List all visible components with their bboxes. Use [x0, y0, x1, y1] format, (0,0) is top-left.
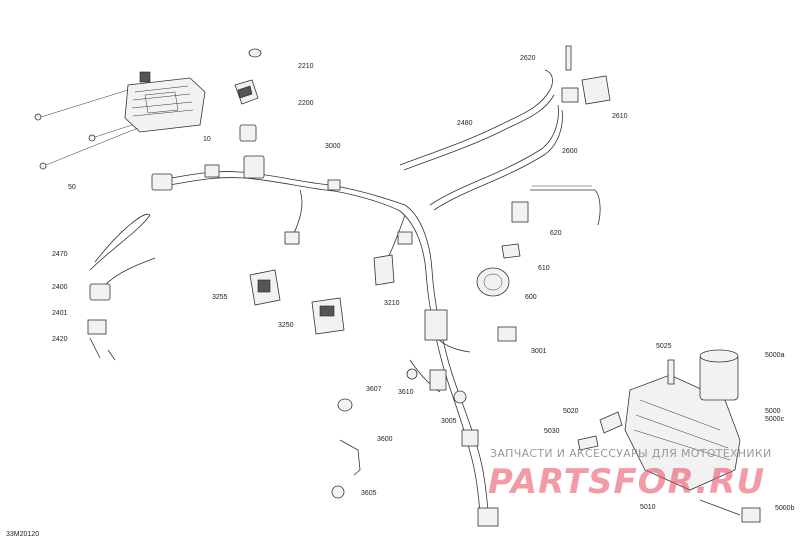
- callout-5000a: 5000a: [765, 352, 785, 359]
- control-unit-5000: [577, 349, 761, 523]
- callout-3005: 3005: [441, 418, 457, 425]
- callout-620: 620: [550, 230, 562, 237]
- callout-5020: 5020: [563, 408, 579, 415]
- callout-10: 10: [203, 136, 211, 143]
- callout-5030: 5030: [544, 428, 560, 435]
- connector-3001: [497, 326, 517, 342]
- callout-2470: 2470: [52, 251, 68, 258]
- switch-3250: [311, 297, 345, 335]
- switch-3255: [249, 269, 281, 306]
- callout-3250: 3250: [278, 322, 294, 329]
- callout-2200: 2200: [298, 100, 314, 107]
- callout-5025: 5025: [656, 343, 672, 350]
- callout-600: 600: [525, 294, 537, 301]
- ecu-module: [124, 71, 206, 133]
- callout-5000c: 5000c: [765, 416, 785, 423]
- watermark-brand: PARTSFOR.RU: [488, 462, 766, 502]
- watermark-subtitle: ЗАПЧАСТИ И АКСЕССУАРЫ ДЛЯ МОТОТЕХНИКИ: [490, 447, 772, 460]
- callout-3210: 3210: [384, 300, 400, 307]
- callout-3001: 3001: [531, 348, 547, 355]
- callout-5000: 5000: [765, 408, 781, 415]
- callout-3610: 3610: [398, 389, 414, 396]
- callout-3255: 3255: [212, 294, 228, 301]
- callout-610: 610: [538, 265, 550, 272]
- callout-2600: 2600: [562, 148, 578, 155]
- callout-2401: 2401: [52, 310, 68, 317]
- callout-3605: 3605: [361, 490, 377, 497]
- callout-2620: 2620: [520, 55, 536, 62]
- callout-2610: 2610: [612, 113, 628, 120]
- hose-2470: [87, 213, 156, 361]
- callout-2400: 2400: [52, 284, 68, 291]
- bolt-parts: [34, 89, 139, 170]
- callout-2420: 2420: [52, 336, 68, 343]
- callout-5010: 5010: [640, 504, 656, 511]
- callout-3607: 3607: [366, 386, 382, 393]
- connector-3210: [373, 254, 395, 286]
- callout-3600: 3600: [377, 436, 393, 443]
- callout-5000b: 5000b: [775, 505, 795, 512]
- callout-2210: 2210: [298, 63, 314, 70]
- callout-2480: 2480: [457, 120, 473, 127]
- bolt-3607-3600-3605: [331, 368, 467, 499]
- callout-3000: 3000: [325, 143, 341, 150]
- callout-50: 50: [68, 184, 76, 191]
- main-harness: [151, 124, 499, 527]
- sensor-600: [476, 243, 521, 297]
- reference-code: 33M20120: [6, 531, 40, 538]
- connector-2200: [234, 48, 262, 105]
- sensor-2610: [561, 45, 611, 105]
- vent-tube: [399, 69, 563, 211]
- sensor-620: [511, 185, 601, 226]
